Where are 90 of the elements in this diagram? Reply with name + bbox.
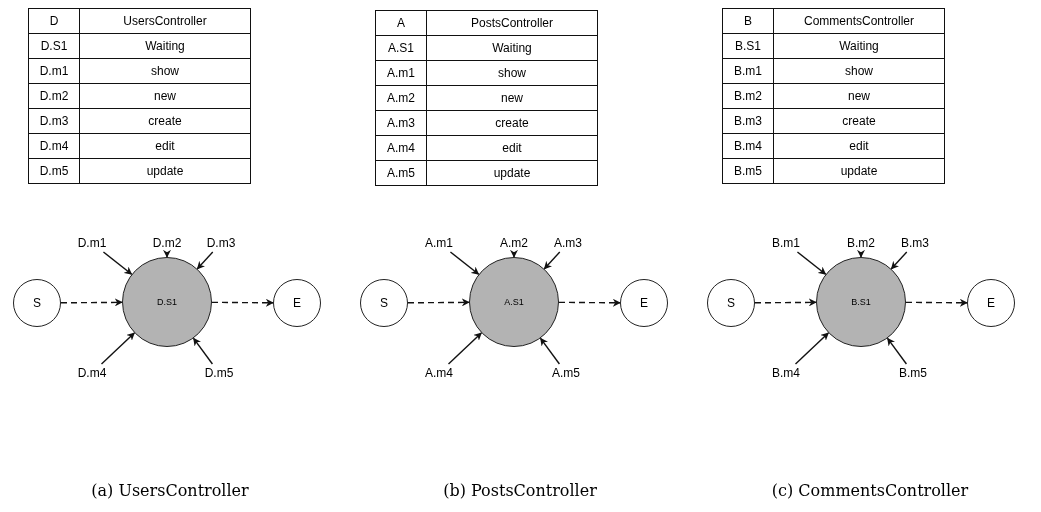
table-cell: D.m3 [28,108,80,134]
state-circle: A.S1 [469,257,559,347]
arrow [102,251,133,275]
figure-caption: (c) CommentsController [771,481,969,500]
arrow [163,249,171,258]
arrow [794,332,830,365]
table-cell: show [79,58,251,84]
table-cell: Waiting [426,35,598,61]
arrow [886,337,908,365]
table-cell: A.S1 [375,35,427,61]
table-cell: update [773,158,945,184]
table-cell: new [426,85,598,111]
arrow [543,251,561,270]
transition-label: D.m4 [77,366,107,380]
transition-label: D.m5 [204,366,234,380]
transition-label: B.m2 [847,236,875,250]
table-cell: A.m3 [375,110,427,136]
transition-label: A.m1 [425,236,453,250]
table-cell: CommentsController [773,8,945,34]
arrow [100,332,135,365]
table-cell: update [426,160,598,186]
table-cell: D.m5 [28,158,80,184]
table-cell: D.m4 [28,133,80,159]
arrow [510,249,518,258]
arrow [857,249,865,258]
table-cell: A.m1 [375,60,427,86]
table-cell: edit [79,133,251,159]
transition-label: D.m3 [206,236,236,250]
table-cell: D [28,8,80,34]
transition-label: B.m5 [899,366,927,380]
dashed-arrow [905,298,968,307]
state-circle: S [13,279,61,327]
transition-label: A.m4 [425,366,453,380]
table-cell: edit [773,133,945,159]
table-cell: show [426,60,598,86]
arrow [539,337,561,365]
dashed-arrow [558,298,621,307]
table-cell: D.S1 [28,33,80,59]
state-circle: S [707,279,755,327]
table-cell: D.m1 [28,58,80,84]
dashed-arrow [754,298,817,307]
arrow [449,251,480,275]
table-cell: B.m5 [722,158,774,184]
arrow [447,332,482,365]
transition-label: B.m1 [772,236,800,250]
transition-label: A.m5 [552,366,580,380]
table-cell: update [79,158,251,184]
state-circle: E [273,279,321,327]
state-circle: E [967,279,1015,327]
table-cell: D.m2 [28,83,80,109]
dashed-arrow [60,298,123,307]
transition-label: D.m2 [152,236,182,250]
transition-label: D.m1 [77,236,107,250]
table-cell: B.m2 [722,83,774,109]
state-circle: D.S1 [122,257,212,347]
state-circle: S [360,279,408,327]
table-cell: new [79,83,251,109]
dashed-arrow [211,298,274,307]
table-cell: UsersController [79,8,251,34]
table-cell: create [773,108,945,134]
table-cell: new [773,83,945,109]
table-cell: B.S1 [722,33,774,59]
table-cell: create [79,108,251,134]
table-cell: Waiting [773,33,945,59]
table-cell: show [773,58,945,84]
table-cell: A.m5 [375,160,427,186]
table-cell: A.m4 [375,135,427,161]
figure-caption: (a) UsersController [91,481,249,500]
arrow [796,251,827,275]
table-cell: edit [426,135,598,161]
table-cell: B.m3 [722,108,774,134]
state-circle: E [620,279,668,327]
transition-label: B.m4 [772,366,800,380]
transition-label: B.m3 [901,236,929,250]
transition-label: A.m2 [500,236,528,250]
table-cell: PostsController [426,10,598,36]
table-cell: A.m2 [375,85,427,111]
figure-caption: (b) PostsController [443,481,597,500]
table-cell: B.m1 [722,58,774,84]
table-cell: A [375,10,427,36]
dashed-arrow [407,298,470,307]
arrow [196,251,214,270]
state-circle: B.S1 [816,257,906,347]
table-cell: B.m4 [722,133,774,159]
transition-label: A.m3 [554,236,582,250]
table-cell: B [722,8,774,34]
table-cell: create [426,110,598,136]
arrow [192,337,214,365]
table-cell: Waiting [79,33,251,59]
arrow [890,251,908,270]
